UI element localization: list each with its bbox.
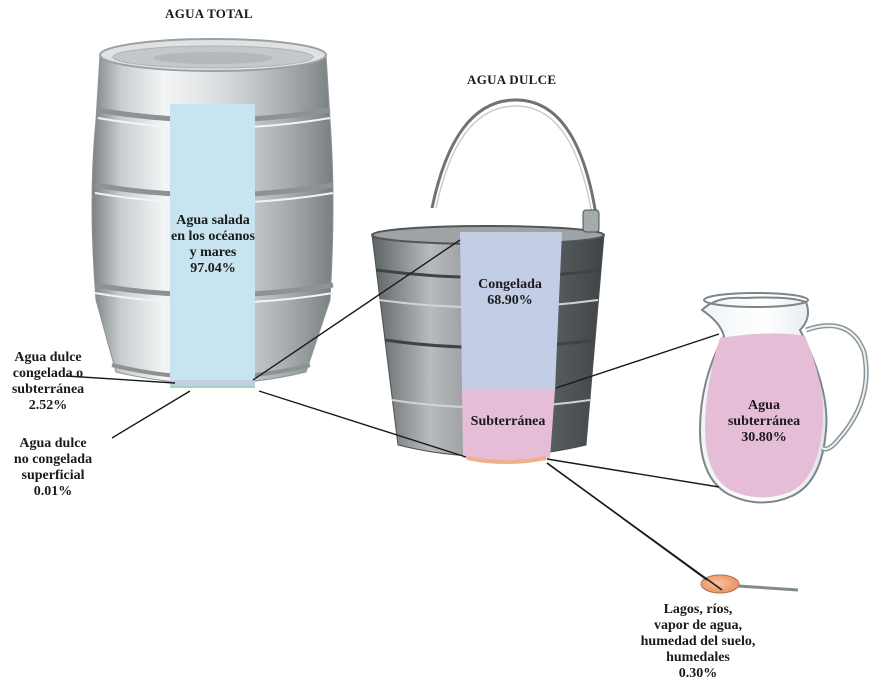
salt-water-fill — [170, 104, 255, 382]
label-dulce-no-congelada: Agua dulce no congelada superficial 0.01… — [13, 436, 93, 499]
label-congelada: Congelada 68.90% — [478, 277, 542, 308]
leader-lines — [65, 239, 723, 591]
groundwater-fill — [462, 390, 555, 461]
title-agua-total: AGUA TOTAL — [165, 6, 253, 21]
label-dulce-congelada-subterranea: Agua dulce congelada o subterránea 2.52% — [11, 350, 85, 413]
jug-icon — [698, 292, 869, 504]
label-subterranea-bucket: Subterránea — [470, 414, 546, 429]
label-subterranea-jug: Agua subterránea 30.80% — [727, 398, 801, 445]
frozen-fill — [460, 232, 562, 390]
label-agua-salada: Agua salada en los océanos y mares 97.04… — [171, 213, 255, 276]
jug-water-fill — [705, 333, 824, 498]
bucket-icon — [371, 98, 605, 464]
spoon-icon — [700, 574, 799, 594]
barrel-icon — [91, 38, 334, 388]
label-lagos-rios: Lagos, ríos, vapor de agua, humedad del … — [640, 602, 756, 681]
title-agua-dulce: AGUA DULCE — [467, 72, 557, 87]
